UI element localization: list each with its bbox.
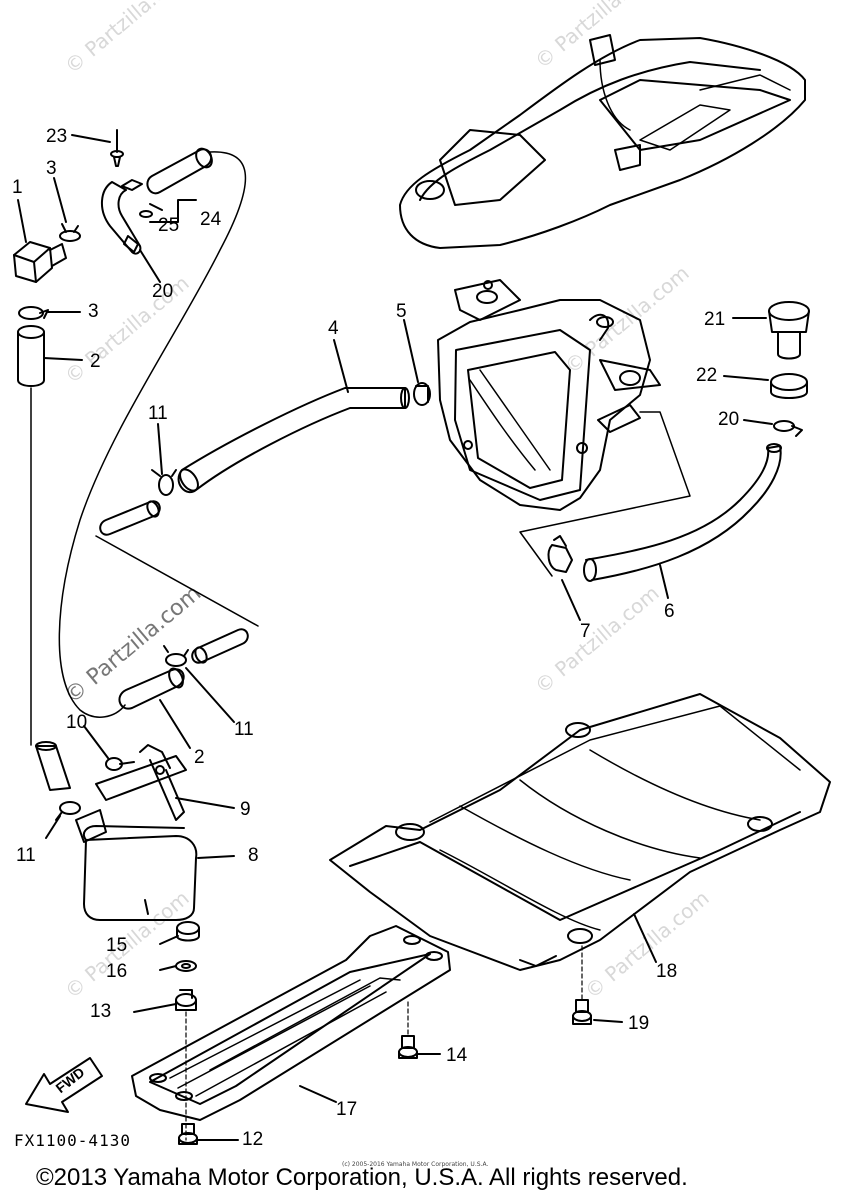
part-9-bracket [95, 744, 187, 821]
callout-1: 1 [12, 177, 23, 198]
leader-line [159, 935, 179, 945]
part-8-tank [75, 809, 198, 921]
leader-line [83, 725, 109, 759]
part-12-bolt [178, 1123, 198, 1145]
assembly-link-line [95, 535, 259, 627]
leader-line [299, 1085, 337, 1103]
part-11-clamp [151, 469, 177, 496]
part-1-elbow [13, 241, 67, 283]
part-3-hose-clamp [59, 223, 81, 242]
callout-17: 17 [336, 1099, 358, 1120]
assembly-link-line [519, 411, 691, 577]
leader-line [633, 913, 657, 963]
part-5-clamp [413, 382, 431, 406]
leader-line [175, 797, 235, 809]
part-18-tray [329, 693, 831, 971]
part-16-washer [175, 960, 197, 972]
part-13-collar [175, 989, 197, 1011]
part-20-clamp [773, 420, 803, 437]
leader-line [133, 1003, 177, 1013]
leader-line [149, 199, 197, 223]
leader-line [159, 699, 191, 749]
hose-segment [99, 500, 161, 536]
part-7-clamp [547, 535, 573, 573]
callout-5: 5 [396, 301, 407, 322]
callout-3: 3 [46, 158, 57, 179]
leader-line [43, 357, 83, 361]
leader-line [185, 667, 235, 723]
diagram-code: FX1100-4130 [14, 1131, 131, 1150]
leader-line [53, 177, 67, 223]
hose-segment [191, 628, 249, 664]
callout-24: 24 [200, 209, 222, 230]
breather-line [58, 151, 247, 718]
part-19-bolt [572, 999, 592, 1025]
leader-line [723, 375, 769, 381]
part-2-hose [17, 325, 45, 387]
leader-line [139, 249, 161, 283]
callout-10: 10 [66, 712, 88, 733]
callout-22: 22 [696, 365, 718, 386]
callout-4: 4 [328, 318, 339, 339]
part-15-rubber-mount [176, 921, 200, 942]
leader-line [403, 319, 419, 383]
part-20-clamp [123, 235, 139, 253]
part-23-rivet [110, 129, 124, 167]
leader-line [197, 855, 235, 859]
leader-line [157, 423, 163, 475]
leader-line [17, 199, 27, 243]
part-3-hose-clamp [18, 306, 49, 320]
leader-line [149, 203, 163, 211]
part-4-hose [177, 387, 410, 493]
leader-line [561, 579, 581, 621]
hose-segment [146, 147, 213, 195]
part-22-gasket [770, 373, 808, 399]
callout-6: 6 [664, 601, 675, 622]
part-10-screw [105, 757, 135, 771]
leader-line [333, 339, 349, 393]
callout-2: 2 [194, 747, 205, 768]
callout-2: 2 [90, 351, 101, 372]
callout-3: 3 [88, 301, 99, 322]
callout-20: 20 [718, 409, 740, 430]
callout-25: 25 [158, 215, 180, 236]
copyright-notice: ©2013 Yamaha Motor Corporation, U.S.A. A… [36, 1164, 688, 1191]
hose-segment [35, 741, 71, 791]
jet-pump-housing [437, 279, 661, 511]
leader-line [71, 134, 111, 143]
watercraft-hull [399, 34, 806, 249]
leader-line [743, 419, 773, 425]
part-24-bracket [101, 179, 153, 255]
fwd-arrow [25, 1057, 103, 1113]
part-2-hose [118, 667, 185, 710]
callout-18: 18 [656, 961, 678, 982]
callout-13: 13 [90, 1001, 112, 1022]
part-11-clamp [163, 645, 189, 667]
part-17-plate [131, 925, 451, 1121]
small-copyright: (c) 2005-2016 Yamaha Motor Corporation, … [342, 1161, 489, 1168]
part-21-cap [768, 301, 810, 360]
callout-11: 11 [16, 845, 36, 866]
leader-line [659, 564, 669, 599]
leader-line [159, 965, 177, 971]
callout-7: 7 [580, 621, 591, 642]
callout-20: 20 [152, 281, 174, 302]
callout-11: 11 [148, 403, 168, 424]
callout-12: 12 [242, 1129, 264, 1150]
callout-23: 23 [46, 126, 68, 147]
callout-15: 15 [106, 935, 128, 956]
part-6-hose [583, 443, 782, 582]
part-14-bolt [398, 1035, 418, 1059]
callout-21: 21 [704, 309, 726, 330]
callout-14: 14 [446, 1045, 468, 1066]
leader-line [593, 1019, 623, 1023]
callout-9: 9 [240, 799, 251, 820]
callout-11: 11 [234, 719, 254, 740]
leader-line [45, 815, 61, 839]
callout-8: 8 [248, 845, 259, 866]
callout-19: 19 [628, 1013, 650, 1034]
callout-16: 16 [106, 961, 128, 982]
